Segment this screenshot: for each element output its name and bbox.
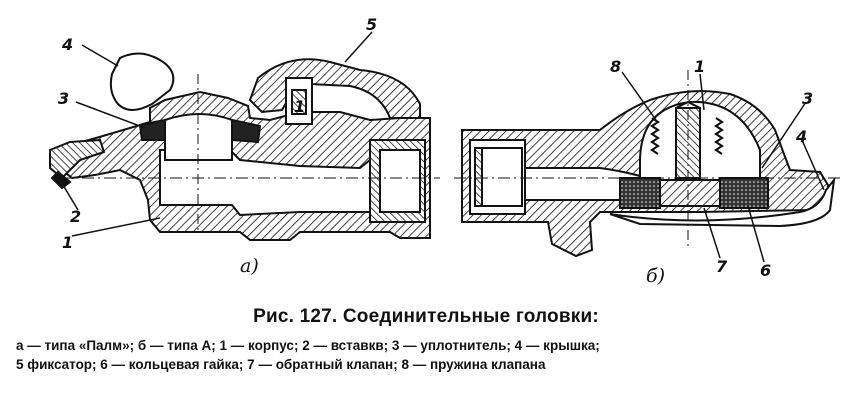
left-latch — [248, 58, 421, 119]
right-leaders — [621, 71, 825, 263]
callout-3-left: 3 — [58, 89, 69, 108]
left-cover — [109, 52, 175, 111]
callout-8: 8 — [610, 57, 621, 76]
valve-spring-right — [714, 117, 724, 155]
callout-2-left: 2 — [70, 207, 81, 226]
technical-drawing: 4 5 3 1 2 1 а) — [49, 15, 844, 287]
valve-spring-left — [650, 117, 660, 155]
callout-3-right: 3 — [802, 89, 813, 108]
right-cover — [609, 176, 836, 228]
ring-nut — [619, 177, 661, 209]
callout-1-inner: 1 — [294, 97, 305, 116]
figure-legend-line-1: а — типа «Палм»; б — типа А; 1 — корпус;… — [16, 338, 600, 353]
left-leaders — [59, 31, 373, 237]
right-view-drawing — [454, 70, 844, 258]
callout-1-left: 1 — [62, 233, 73, 252]
left-callouts: 4 5 3 1 2 1 — [58, 15, 377, 252]
callout-7: 7 — [716, 257, 728, 276]
right-callouts: 8 1 3 4 7 6 — [610, 57, 813, 280]
left-seal — [138, 118, 166, 141]
check-valve — [659, 179, 721, 207]
callout-1-right: 1 — [694, 57, 705, 76]
sublabel-a: а) — [240, 255, 259, 277]
callout-4-left: 4 — [61, 35, 73, 54]
callout-5-left: 5 — [366, 15, 377, 34]
callout-6: 6 — [760, 261, 771, 280]
figure-legend-line-2: 5 фиксатор; 6 — кольцевая гайка; 7 — обр… — [16, 357, 546, 372]
figure-caption-title: Рис. 127. Соединительные головки: — [253, 306, 599, 327]
left-insert — [49, 138, 106, 180]
left-view-drawing — [49, 52, 440, 241]
callout-4-right: 4 — [795, 127, 807, 146]
sublabel-b: б) — [646, 265, 665, 287]
